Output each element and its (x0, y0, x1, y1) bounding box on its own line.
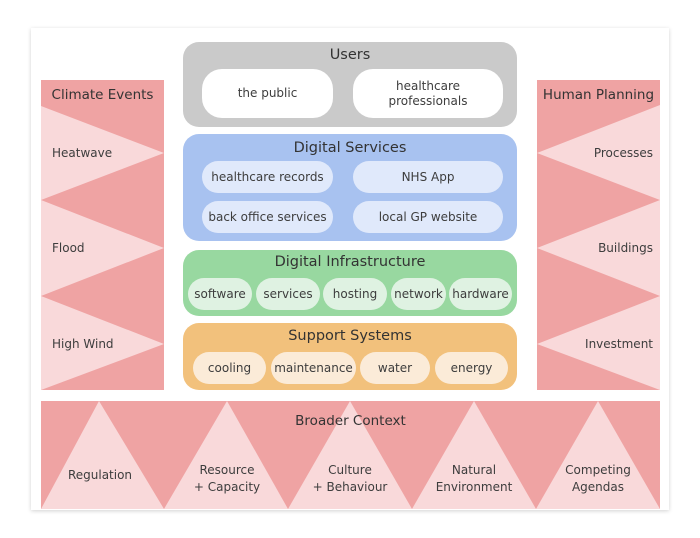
digital-infrastructure-layer: Digital Infrastructure software services… (183, 250, 517, 316)
left-item-high-wind: High Wind (52, 337, 114, 351)
services-item-nhs-app: NHS App (353, 161, 503, 193)
right-panel-title: Human Planning (542, 87, 655, 103)
bottom-item-line2: + Capacity (193, 480, 261, 494)
bottom-triangle-3 (288, 401, 412, 509)
right-item-buildings: Buildings (598, 241, 653, 255)
bottom-item-regulation: Regulation (41, 467, 159, 484)
services-item-back-office: back office services (202, 201, 333, 233)
users-layer: Users the public healthcare professional… (183, 42, 517, 127)
right-triangle-2 (537, 200, 660, 296)
bottom-item-line1: Competing (565, 463, 631, 477)
bottom-panel-title: Broader Context (295, 413, 406, 429)
right-item-investment: Investment (585, 337, 653, 351)
bottom-item-regulation-line1: Regulation (67, 468, 133, 482)
bottom-item-line1: Culture (328, 463, 372, 477)
users-title: Users (329, 47, 371, 63)
digital-services-title: Digital Services (293, 140, 407, 156)
infra-item-hardware: hardware (449, 278, 512, 310)
bottom-item-line2: + Behaviour (312, 480, 388, 494)
services-item-healthcare-records: healthcare records (202, 161, 333, 193)
users-item-healthcare-professionals: healthcare professionals (353, 69, 503, 118)
bottom-item-line2: Environment (435, 480, 513, 494)
bottom-item-resource-capacity: Resource + Capacity (166, 462, 288, 496)
bottom-triangle-5 (536, 401, 660, 509)
support-item-cooling: cooling (193, 352, 266, 384)
bottom-item-competing-agendas: Competing Agendas (537, 462, 659, 496)
bottom-item-line1: Resource (199, 463, 255, 477)
bottom-triangle-2 (164, 401, 288, 509)
bottom-triangle-1 (41, 401, 164, 509)
right-item-processes: Processes (593, 146, 653, 160)
support-systems-layer: Support Systems cooling maintenance wate… (183, 323, 517, 390)
left-panel-title: Climate Events (51, 87, 154, 103)
left-triangle-3 (41, 296, 164, 390)
digital-infrastructure-title: Digital Infrastructure (274, 254, 426, 270)
digital-services-layer: Digital Services healthcare records NHS … (183, 134, 517, 241)
users-item-public: the public (202, 69, 333, 118)
left-triangle-1 (41, 106, 164, 200)
support-item-maintenance: maintenance (271, 352, 356, 384)
bottom-item-line2: Agendas (571, 480, 625, 494)
right-triangle-3 (537, 296, 660, 390)
infra-item-network: network (391, 278, 446, 310)
support-systems-title: Support Systems (288, 328, 412, 344)
left-item-flood: Flood (52, 241, 85, 255)
bottom-item-culture-behaviour: Culture + Behaviour (289, 462, 411, 496)
bottom-triangle-4 (412, 401, 536, 509)
left-item-heatwave: Heatwave (52, 146, 113, 160)
right-triangle-1 (537, 105, 660, 200)
infra-item-services: services (256, 278, 320, 310)
bottom-item-natural-environment: Natural Environment (413, 462, 535, 496)
left-triangle-2 (41, 200, 164, 296)
support-item-water: water (360, 352, 430, 384)
support-item-energy: energy (435, 352, 508, 384)
bottom-item-line1: Natural (451, 463, 497, 477)
infra-item-software: software (188, 278, 252, 310)
infra-item-hosting: hosting (323, 278, 387, 310)
services-item-local-gp-website: local GP website (353, 201, 503, 233)
